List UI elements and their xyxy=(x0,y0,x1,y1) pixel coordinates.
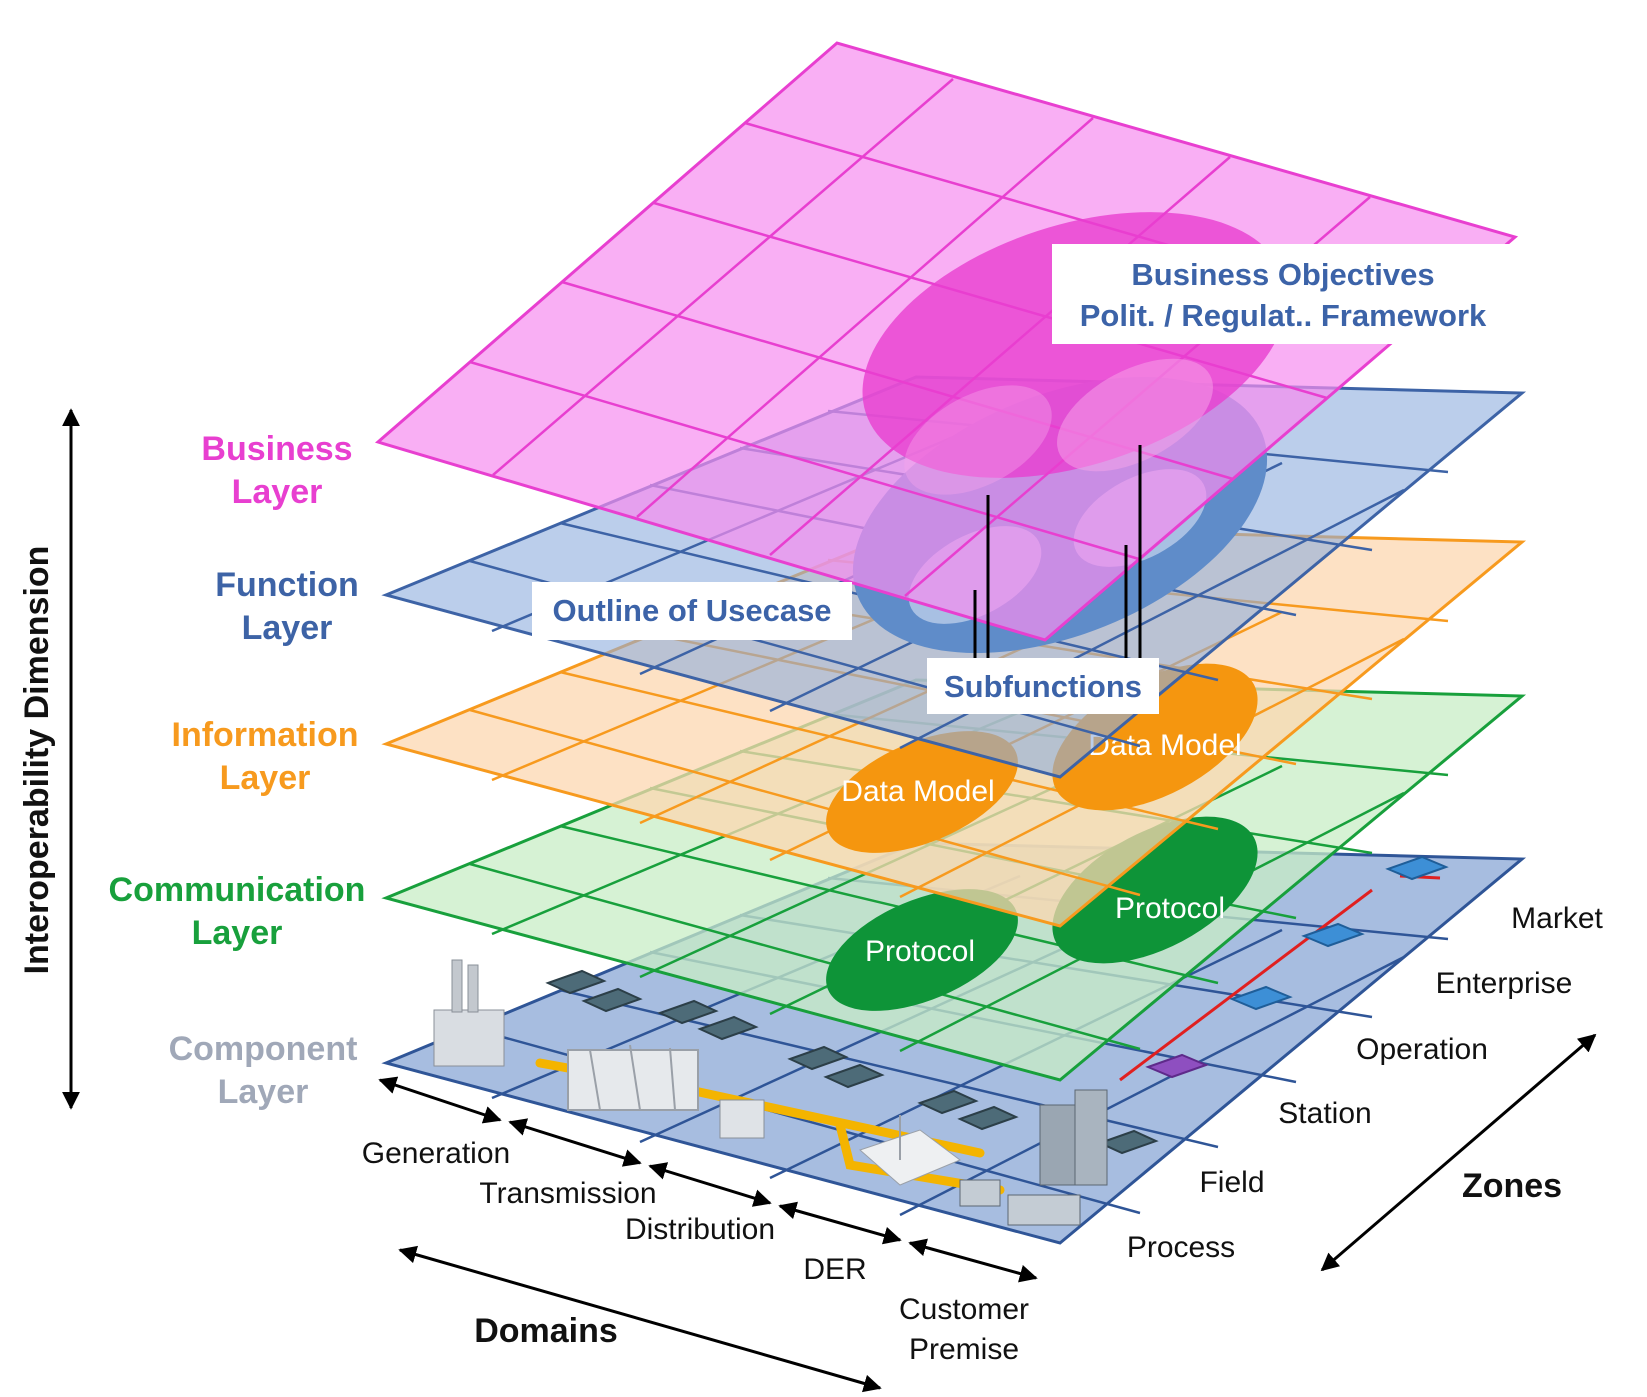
distribution-transformer-icon xyxy=(719,1099,765,1139)
zone-operation: Operation xyxy=(1356,1033,1488,1066)
protocol-label-right: Protocol xyxy=(1115,892,1225,925)
layer-labels: Business Layer Function Layer Informatio… xyxy=(109,430,366,1111)
power-plant-icon xyxy=(433,959,505,1067)
business-objectives-callout: Business Objectives Polit. / Regulat.. F… xyxy=(1052,244,1514,344)
domains-title: Domains xyxy=(474,1312,618,1350)
business-layer-label-1: Business xyxy=(201,430,352,468)
usecase-callout: Outline of Usecase xyxy=(532,582,852,640)
business-objectives-line1: Business Objectives xyxy=(1131,257,1434,292)
communication-layer-label-1: Communication xyxy=(109,871,366,909)
data-model-label-left: Data Model xyxy=(841,775,994,808)
domain-premise: Premise xyxy=(909,1333,1019,1366)
zones-title: Zones xyxy=(1462,1167,1562,1205)
communication-layer-label-2: Layer xyxy=(192,914,283,952)
data-model-ellipse-left xyxy=(826,731,1018,853)
domain-der: DER xyxy=(803,1253,866,1286)
function-layer-label-2: Layer xyxy=(242,609,333,647)
data-model-ellipse-right xyxy=(1052,663,1258,811)
component-layer-label-2: Layer xyxy=(218,1073,309,1111)
information-layer-label-1: Information xyxy=(172,716,359,754)
component-layer-label-1: Component xyxy=(169,1030,358,1068)
zone-field: Field xyxy=(1199,1166,1264,1199)
subfunctions-callout: Subfunctions xyxy=(927,658,1159,714)
subfunction-lines xyxy=(973,445,1142,660)
interoperability-axis: Interoperability Dimension xyxy=(18,408,80,1110)
wind-solar-icon xyxy=(859,1115,961,1186)
zone-enterprise: Enterprise xyxy=(1436,967,1573,1000)
interoperability-axis-label: Interoperability Dimension xyxy=(18,546,56,975)
city-buildings-icon xyxy=(959,1089,1108,1226)
protocol-label-left: Protocol xyxy=(865,935,975,968)
domain-transmission: Transmission xyxy=(479,1177,656,1210)
zones-axis: Market Enterprise Operation Station Fiel… xyxy=(1127,902,1604,1272)
domain-generation: Generation xyxy=(362,1137,510,1170)
information-layer-label-2: Layer xyxy=(220,759,311,797)
zone-market: Market xyxy=(1511,902,1603,935)
domain-axis: Generation Transmission Distribution DER… xyxy=(362,1076,1038,1393)
function-layer-label-1: Function xyxy=(215,566,359,604)
data-model-label-right: Data Model xyxy=(1088,729,1241,762)
business-layer-label-2: Layer xyxy=(232,473,323,511)
domain-distribution: Distribution xyxy=(625,1213,775,1246)
zone-station: Station xyxy=(1278,1097,1371,1130)
business-objectives-line2: Polit. / Regulat.. Framework xyxy=(1080,298,1487,333)
component-devices xyxy=(545,969,1159,1155)
protocol-ellipse-right xyxy=(1052,816,1258,964)
zone-process: Process xyxy=(1127,1231,1235,1264)
substation-icon xyxy=(567,1044,699,1111)
protocol-ellipse-left xyxy=(826,889,1018,1011)
domain-customer: Customer xyxy=(899,1293,1029,1326)
subfunctions-label: Subfunctions xyxy=(944,669,1142,704)
usecase-label: Outline of Usecase xyxy=(552,593,831,628)
